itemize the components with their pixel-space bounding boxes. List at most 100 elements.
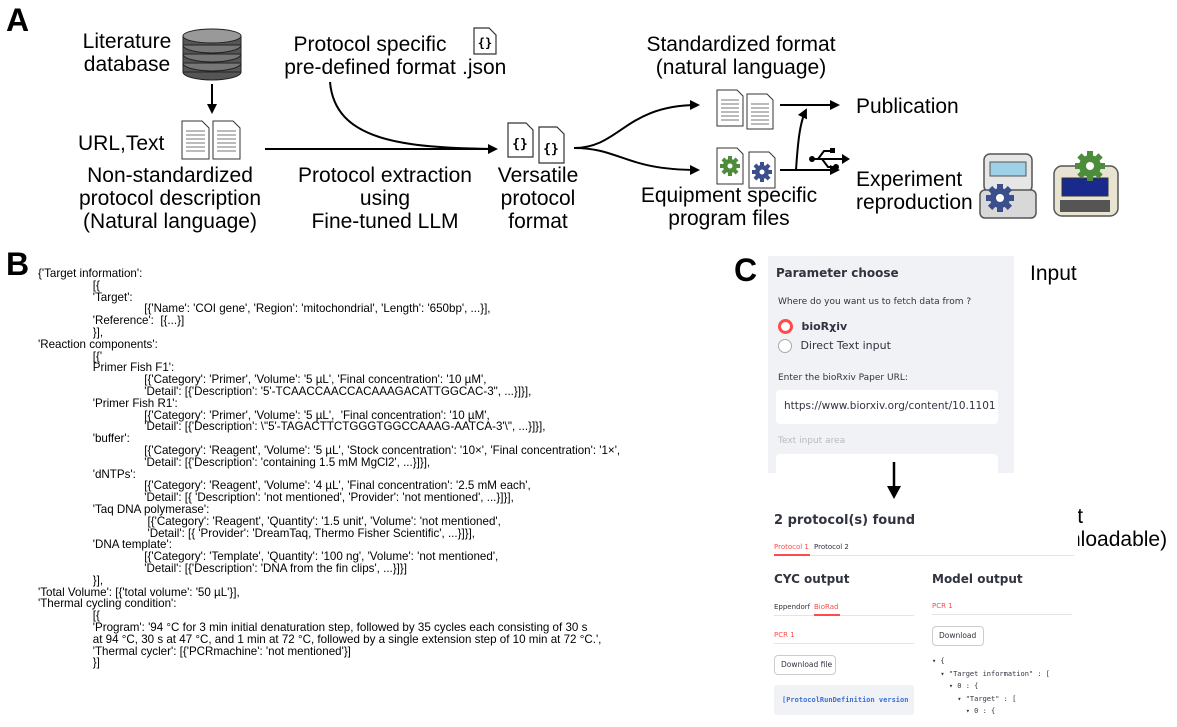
tab-biorad[interactable]: BioRad	[814, 603, 839, 611]
code-line: {'Target information':	[38, 267, 143, 280]
code-line: 'Detail': [{ 'Description': 'not mention…	[38, 491, 514, 505]
cyc-tabs-underline	[774, 615, 914, 616]
code-line: 'Taq DNA polymerase':	[38, 502, 210, 516]
url-input[interactable]: https://www.biorxiv.org/content/10.1101	[776, 390, 998, 424]
download-file-button[interactable]: Download file	[774, 655, 836, 675]
input-label: Input	[1030, 262, 1077, 285]
json-tree-line: ▾ {	[932, 657, 945, 665]
experiment-reproduction-label: Experiment reproduction	[856, 168, 973, 214]
json-extension-label: .json	[462, 56, 507, 79]
text-area-label: Text input area	[778, 436, 846, 446]
pcr1-tab-left[interactable]: PCR 1	[774, 631, 795, 639]
code-line: [{'Name': 'COI gene', 'Region': 'mitocho…	[38, 302, 491, 316]
non-standardized-label: Non-standardized protocol description (N…	[78, 164, 262, 233]
publication-label: Publication	[856, 95, 959, 118]
code-line: 'Primer Fish R1':	[38, 396, 178, 410]
program-files-icon	[716, 147, 776, 189]
svg-text:{}: {}	[512, 137, 528, 152]
equipment-specific-label: Equipment specific program files	[640, 184, 818, 230]
url-text-label: URL,Text	[78, 132, 165, 155]
protocol-json-code-block: {'Target information': [{ 'Target': [{'N…	[38, 268, 620, 669]
fetch-question: Where do you want us to fetch data from …	[778, 297, 972, 307]
code-line: 'Detail': [{'Description': 'DNA from the…	[38, 561, 407, 575]
radio-biorxiv[interactable]: bioRχiv	[778, 318, 847, 336]
pcr-machine-icon-1	[979, 153, 1037, 219]
json-tree-line: ▾ 0 : {	[932, 707, 996, 715]
usb-icon	[809, 148, 850, 170]
code-line: [{'	[38, 349, 103, 363]
database-icon	[182, 28, 242, 81]
code-line: [{'Category': 'Reagent', 'Volume': '5 µL…	[38, 443, 621, 457]
code-line: [{	[38, 278, 100, 292]
tab-eppendorf[interactable]: Eppendorf	[774, 603, 811, 611]
json-tree-line: ▾ 0 : {	[932, 682, 979, 690]
code-line: 'dNTPs':	[38, 467, 136, 481]
url-prompt: Enter the bioRxiv Paper URL:	[778, 373, 908, 383]
url-input-value: https://www.biorxiv.org/content/10.1101	[784, 400, 996, 412]
svg-text:{}: {}	[478, 36, 492, 50]
code-line: 'Total Volume': [{'total volume': '50 µL…	[38, 585, 240, 599]
protocol-tabs-underline	[774, 555, 1074, 556]
code-line: 'Reference': [{...}]	[38, 314, 185, 328]
cyc-code-box: [ProtocolRunDefinition version	[774, 685, 914, 715]
text-document-icon	[181, 120, 241, 160]
code-line: }]	[38, 656, 100, 670]
tab-protocol-1[interactable]: Protocol 1	[774, 543, 809, 551]
code-line: at 94 °C, 30 s at 47 °C, and 1 min at 72…	[38, 632, 602, 646]
json-tree-line: ▾ "Target information" : [	[932, 669, 1051, 678]
code-line: [{	[38, 609, 100, 623]
code-line: 'DNA template':	[38, 538, 172, 552]
protocol-specific-label: Protocol specific pre-defined format	[284, 33, 456, 79]
code-line: 'Thermal cycling condition':	[38, 597, 177, 611]
literature-database-label: Literature database	[82, 30, 172, 76]
pcr-machine-icon-2	[1053, 151, 1119, 217]
json-tree-line: ▾ "Target" : [	[932, 694, 1017, 703]
download-label: Download	[939, 631, 977, 640]
pcr1-right-underline	[932, 614, 1072, 615]
pcr1-left-underline	[774, 643, 914, 644]
json-file-icon: {}	[473, 27, 497, 55]
panel-a-flow-arrows	[207, 81, 840, 175]
download-file-label: Download file	[781, 660, 833, 669]
standardized-document-icon	[716, 89, 774, 130]
panel-a-letter: A	[6, 2, 30, 38]
code-line: [{'Category': 'Reagent', 'Quantity': '1.…	[38, 514, 501, 528]
panel-c-letter: C	[734, 252, 758, 288]
code-line: 'Detail': [{'Description': \"5'-TAGACTTC…	[38, 420, 546, 434]
param-title: Parameter choose	[776, 266, 899, 280]
download-button[interactable]: Download	[932, 626, 984, 646]
code-line: }],	[38, 325, 104, 339]
protocols-found-heading: 2 protocol(s) found	[774, 513, 916, 528]
code-line: [{'Category': 'Primer', 'Volume': '5 µL'…	[38, 373, 487, 387]
versatile-format-icon: {} {}	[507, 122, 565, 164]
protocol-extraction-label: Protocol extraction using Fine-tuned LLM	[298, 164, 472, 233]
radio-biorxiv-label: bioRχiv	[801, 320, 848, 334]
standardized-format-label: Standardized format (natural language)	[646, 33, 836, 79]
panel-b-letter: B	[6, 246, 30, 282]
output-results-panel: 2 protocol(s) found Protocol 1 Protocol …	[768, 505, 1078, 727]
cyc-tab-active-underline	[814, 614, 840, 616]
code-line: 'Target':	[38, 290, 133, 304]
code-line: 'Detail': [{'Description': '5'-TCAACCAAC…	[38, 384, 532, 398]
tab-protocol-2[interactable]: Protocol 2	[814, 543, 849, 551]
svg-text:{}: {}	[543, 142, 559, 157]
cyc-code-text: [ProtocolRunDefinition version	[782, 696, 909, 704]
radio-direct-text[interactable]: Direct Text input	[778, 337, 891, 355]
code-line: Primer Fish F1':	[38, 361, 175, 375]
code-line: 'Detail': [{ 'Provider': 'DreamTaq, Ther…	[38, 526, 476, 540]
pcr1-tab-right[interactable]: PCR 1	[932, 602, 953, 610]
model-json-tree: ▾ { ▾ "Target information" : [ ▾ 0 : { ▾…	[932, 655, 1050, 718]
input-to-output-arrow	[887, 462, 901, 499]
text-input-area[interactable]	[776, 454, 998, 473]
code-line: [{'Category': 'Template', 'Quantity': '1…	[38, 550, 499, 564]
code-line: [{'Category': 'Primer', 'Volume': '5 µL'…	[38, 408, 490, 422]
code-line: [{'Category': 'Reagent', 'Volume': '4 µL…	[38, 479, 531, 493]
code-line: 'Detail': [{'Description': 'containing 1…	[38, 455, 431, 469]
protocol-tab-active-underline	[774, 554, 810, 556]
code-line: 'buffer':	[38, 432, 130, 446]
code-line: 'Thermal cycler': [{'PCRmachine': 'not m…	[38, 644, 351, 658]
code-line: }],	[38, 573, 104, 587]
code-line: 'Program': '94 °C for 3 min initial dena…	[38, 620, 588, 634]
input-settings-panel: Parameter choose Where do you want us to…	[768, 256, 1014, 473]
cyc-output-heading: CYC output	[774, 572, 850, 586]
